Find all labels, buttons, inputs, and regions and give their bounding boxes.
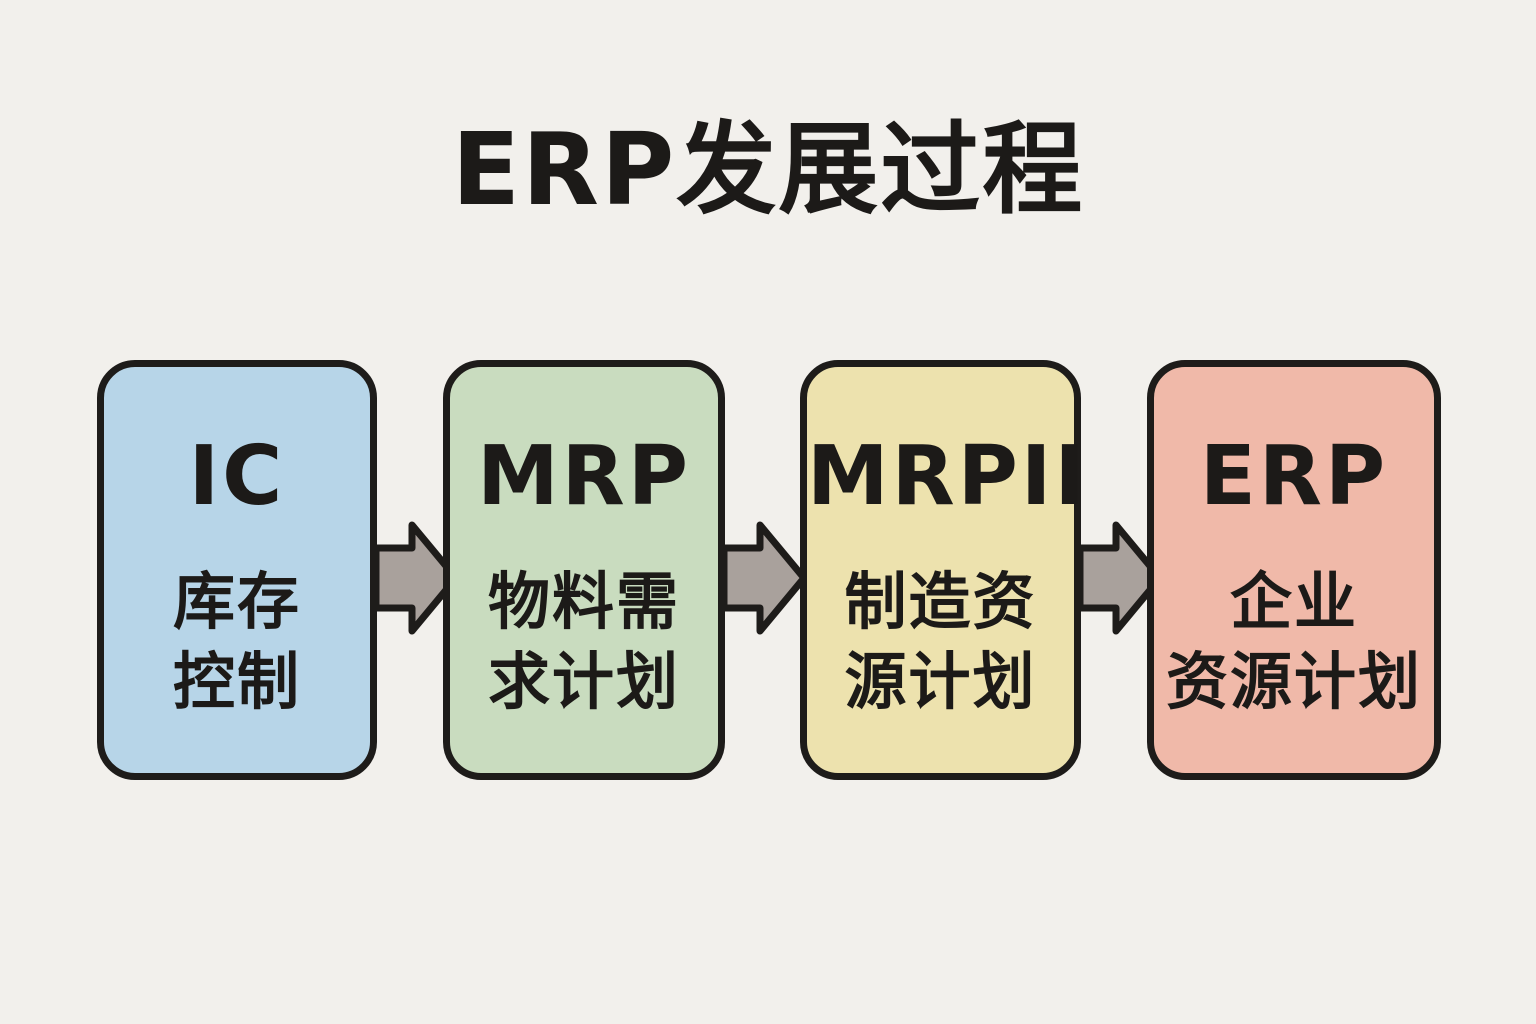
stage-description: 库存 控制 (104, 562, 370, 722)
stage-description-line: 库存 (172, 565, 301, 638)
stage-description: 物料需 求计划 (450, 562, 718, 722)
stage-abbreviation: MRP (477, 429, 691, 524)
right-arrow-icon (1076, 521, 1164, 635)
stage-box-mrp2: MRPII 制造资 源计划 (800, 360, 1088, 780)
diagram-title: ERP发展过程 (451, 111, 1085, 228)
stage-box-mrp: MRP 物料需 求计划 (443, 360, 725, 780)
stage-description-line: 控制 (172, 645, 301, 718)
right-arrow-icon (372, 521, 460, 635)
stage-abbreviation: MRPII (807, 429, 1088, 524)
stage-description-line: 资源计划 (1165, 645, 1422, 718)
stage-description-line: 制造资 (844, 565, 1037, 638)
stage-description: 企业 资源计划 (1154, 562, 1434, 722)
stage-description-line: 企业 (1229, 565, 1358, 638)
stage-description: 制造资 源计划 (807, 562, 1074, 722)
stage-description-line: 求计划 (487, 645, 680, 718)
stage-abbreviation: IC (188, 429, 286, 524)
stage-description-line: 源计划 (844, 645, 1037, 718)
stage-box-ic: IC 库存 控制 (97, 360, 377, 780)
stage-box-erp: ERP 企业 资源计划 (1147, 360, 1441, 780)
stage-description-line: 物料需 (487, 565, 680, 638)
right-arrow-icon (720, 521, 808, 635)
stage-abbreviation: ERP (1199, 429, 1389, 524)
